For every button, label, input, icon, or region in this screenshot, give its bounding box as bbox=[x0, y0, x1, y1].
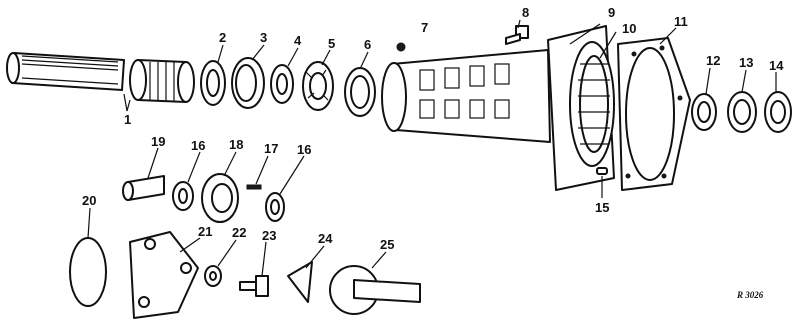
leader-16a bbox=[187, 151, 201, 183]
leader-6 bbox=[359, 51, 369, 70]
dowel-pin-part bbox=[596, 167, 608, 175]
leader-21 bbox=[179, 237, 201, 253]
leader-1b bbox=[126, 99, 131, 112]
pinion-gear-part bbox=[201, 173, 239, 223]
leader-1a bbox=[123, 93, 128, 112]
callout-19: 19 bbox=[151, 134, 165, 149]
callout-14: 14 bbox=[769, 58, 784, 73]
lock-plate-part bbox=[287, 261, 313, 303]
bushing-part bbox=[122, 175, 165, 201]
reference-code: R 3026 bbox=[736, 290, 764, 300]
callout-7: 7 bbox=[421, 20, 428, 35]
callout-22: 22 bbox=[232, 225, 246, 240]
callout-4: 4 bbox=[294, 33, 302, 48]
callout-5: 5 bbox=[328, 36, 335, 51]
snap-ring-part bbox=[69, 237, 107, 307]
callout-21: 21 bbox=[198, 224, 212, 239]
callout-18: 18 bbox=[229, 137, 243, 152]
callout-15: 15 bbox=[595, 200, 609, 215]
callout-12: 12 bbox=[706, 53, 720, 68]
coupling-part bbox=[129, 59, 195, 103]
leader-5 bbox=[321, 49, 331, 66]
cap-screw-part bbox=[239, 275, 269, 297]
bearing-cone-part bbox=[302, 61, 334, 111]
leader-22 bbox=[217, 239, 237, 267]
leader-13 bbox=[741, 69, 747, 93]
callout-6: 6 bbox=[364, 37, 371, 52]
flat-washer-part bbox=[204, 265, 222, 287]
leader-10 bbox=[599, 31, 617, 59]
bolt-part bbox=[505, 25, 529, 45]
leader-20 bbox=[87, 207, 91, 239]
callout-13: 13 bbox=[739, 55, 753, 70]
thrust-washer-2-part bbox=[265, 192, 285, 222]
pin-part bbox=[246, 184, 262, 190]
callout-16-left: 16 bbox=[191, 138, 205, 153]
leader-12 bbox=[705, 67, 711, 95]
ring-part bbox=[231, 57, 265, 109]
leader-2 bbox=[217, 44, 224, 63]
callout-3: 3 bbox=[260, 30, 267, 45]
shaft-part bbox=[6, 52, 125, 91]
leader-23 bbox=[261, 241, 267, 277]
leader-3 bbox=[251, 44, 265, 61]
callout-25: 25 bbox=[380, 237, 394, 252]
callout-8: 8 bbox=[522, 5, 529, 20]
leader-25 bbox=[371, 251, 387, 269]
callout-9: 9 bbox=[608, 5, 615, 20]
bearing-13-part bbox=[727, 91, 757, 133]
leader-11 bbox=[659, 27, 677, 45]
callout-2: 2 bbox=[219, 30, 226, 45]
leader-18 bbox=[223, 151, 237, 177]
callout-17: 17 bbox=[264, 141, 278, 156]
plug-part bbox=[396, 42, 406, 52]
callout-10: 10 bbox=[622, 21, 636, 36]
leader-24 bbox=[305, 245, 325, 269]
callout-1: 1 bbox=[124, 112, 131, 127]
leader-4 bbox=[287, 47, 299, 67]
callout-23: 23 bbox=[262, 228, 276, 243]
gasket-part bbox=[617, 37, 691, 191]
bearing-14-part bbox=[764, 91, 792, 133]
leader-9 bbox=[569, 23, 601, 45]
leader-8 bbox=[517, 19, 521, 29]
leader-19 bbox=[147, 147, 159, 179]
seal-part bbox=[200, 60, 226, 106]
thrust-washer-part bbox=[172, 181, 194, 211]
callout-24: 24 bbox=[318, 231, 333, 246]
leader-16b bbox=[279, 155, 305, 195]
callout-11: 11 bbox=[674, 14, 688, 29]
washer-12-part bbox=[691, 93, 717, 131]
bracket-part bbox=[129, 231, 199, 319]
callout-16-right: 16 bbox=[297, 142, 311, 157]
callout-20: 20 bbox=[82, 193, 96, 208]
bearing-cup-part bbox=[344, 67, 376, 117]
leader-17 bbox=[255, 155, 269, 185]
gear-shaft-part bbox=[329, 265, 421, 315]
washer-part bbox=[270, 64, 294, 104]
housing-part bbox=[381, 25, 615, 191]
